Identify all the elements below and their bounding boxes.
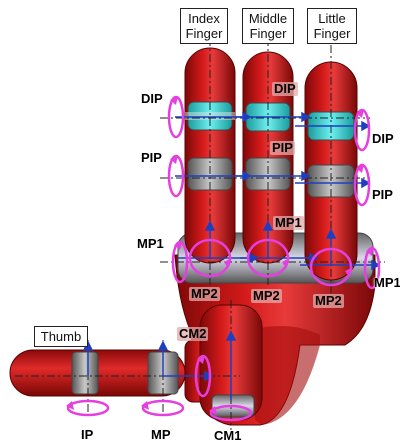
label-dip-middle: DIP	[272, 82, 298, 96]
label-mp-thumb: MP	[151, 428, 171, 442]
label-dip-left: DIP	[141, 92, 163, 106]
label-mp2-little: MP2	[313, 294, 344, 308]
label-cm2: CM2	[177, 327, 208, 341]
label-pip-middle: PIP	[270, 141, 295, 155]
label-mp1-right: MP1	[374, 276, 400, 290]
label-index-finger: Index Finger	[180, 8, 228, 44]
label-ip: IP	[81, 428, 93, 442]
label-little-finger: Little Finger	[307, 8, 357, 44]
thumb	[10, 340, 225, 402]
label-cm1: CM1	[214, 429, 241, 443]
label-pip-left: PIP	[141, 151, 162, 165]
label-mp2-index: MP2	[189, 287, 220, 301]
label-mp1-middle: MP1	[273, 216, 304, 230]
label-thumb: Thumb	[34, 326, 88, 347]
label-middle-finger: Middle Finger	[242, 8, 294, 44]
label-dip-right: DIP	[372, 132, 394, 146]
label-mp1-left: MP1	[137, 237, 164, 251]
label-pip-right: PIP	[372, 188, 393, 202]
label-mp2-middle: MP2	[251, 289, 282, 303]
